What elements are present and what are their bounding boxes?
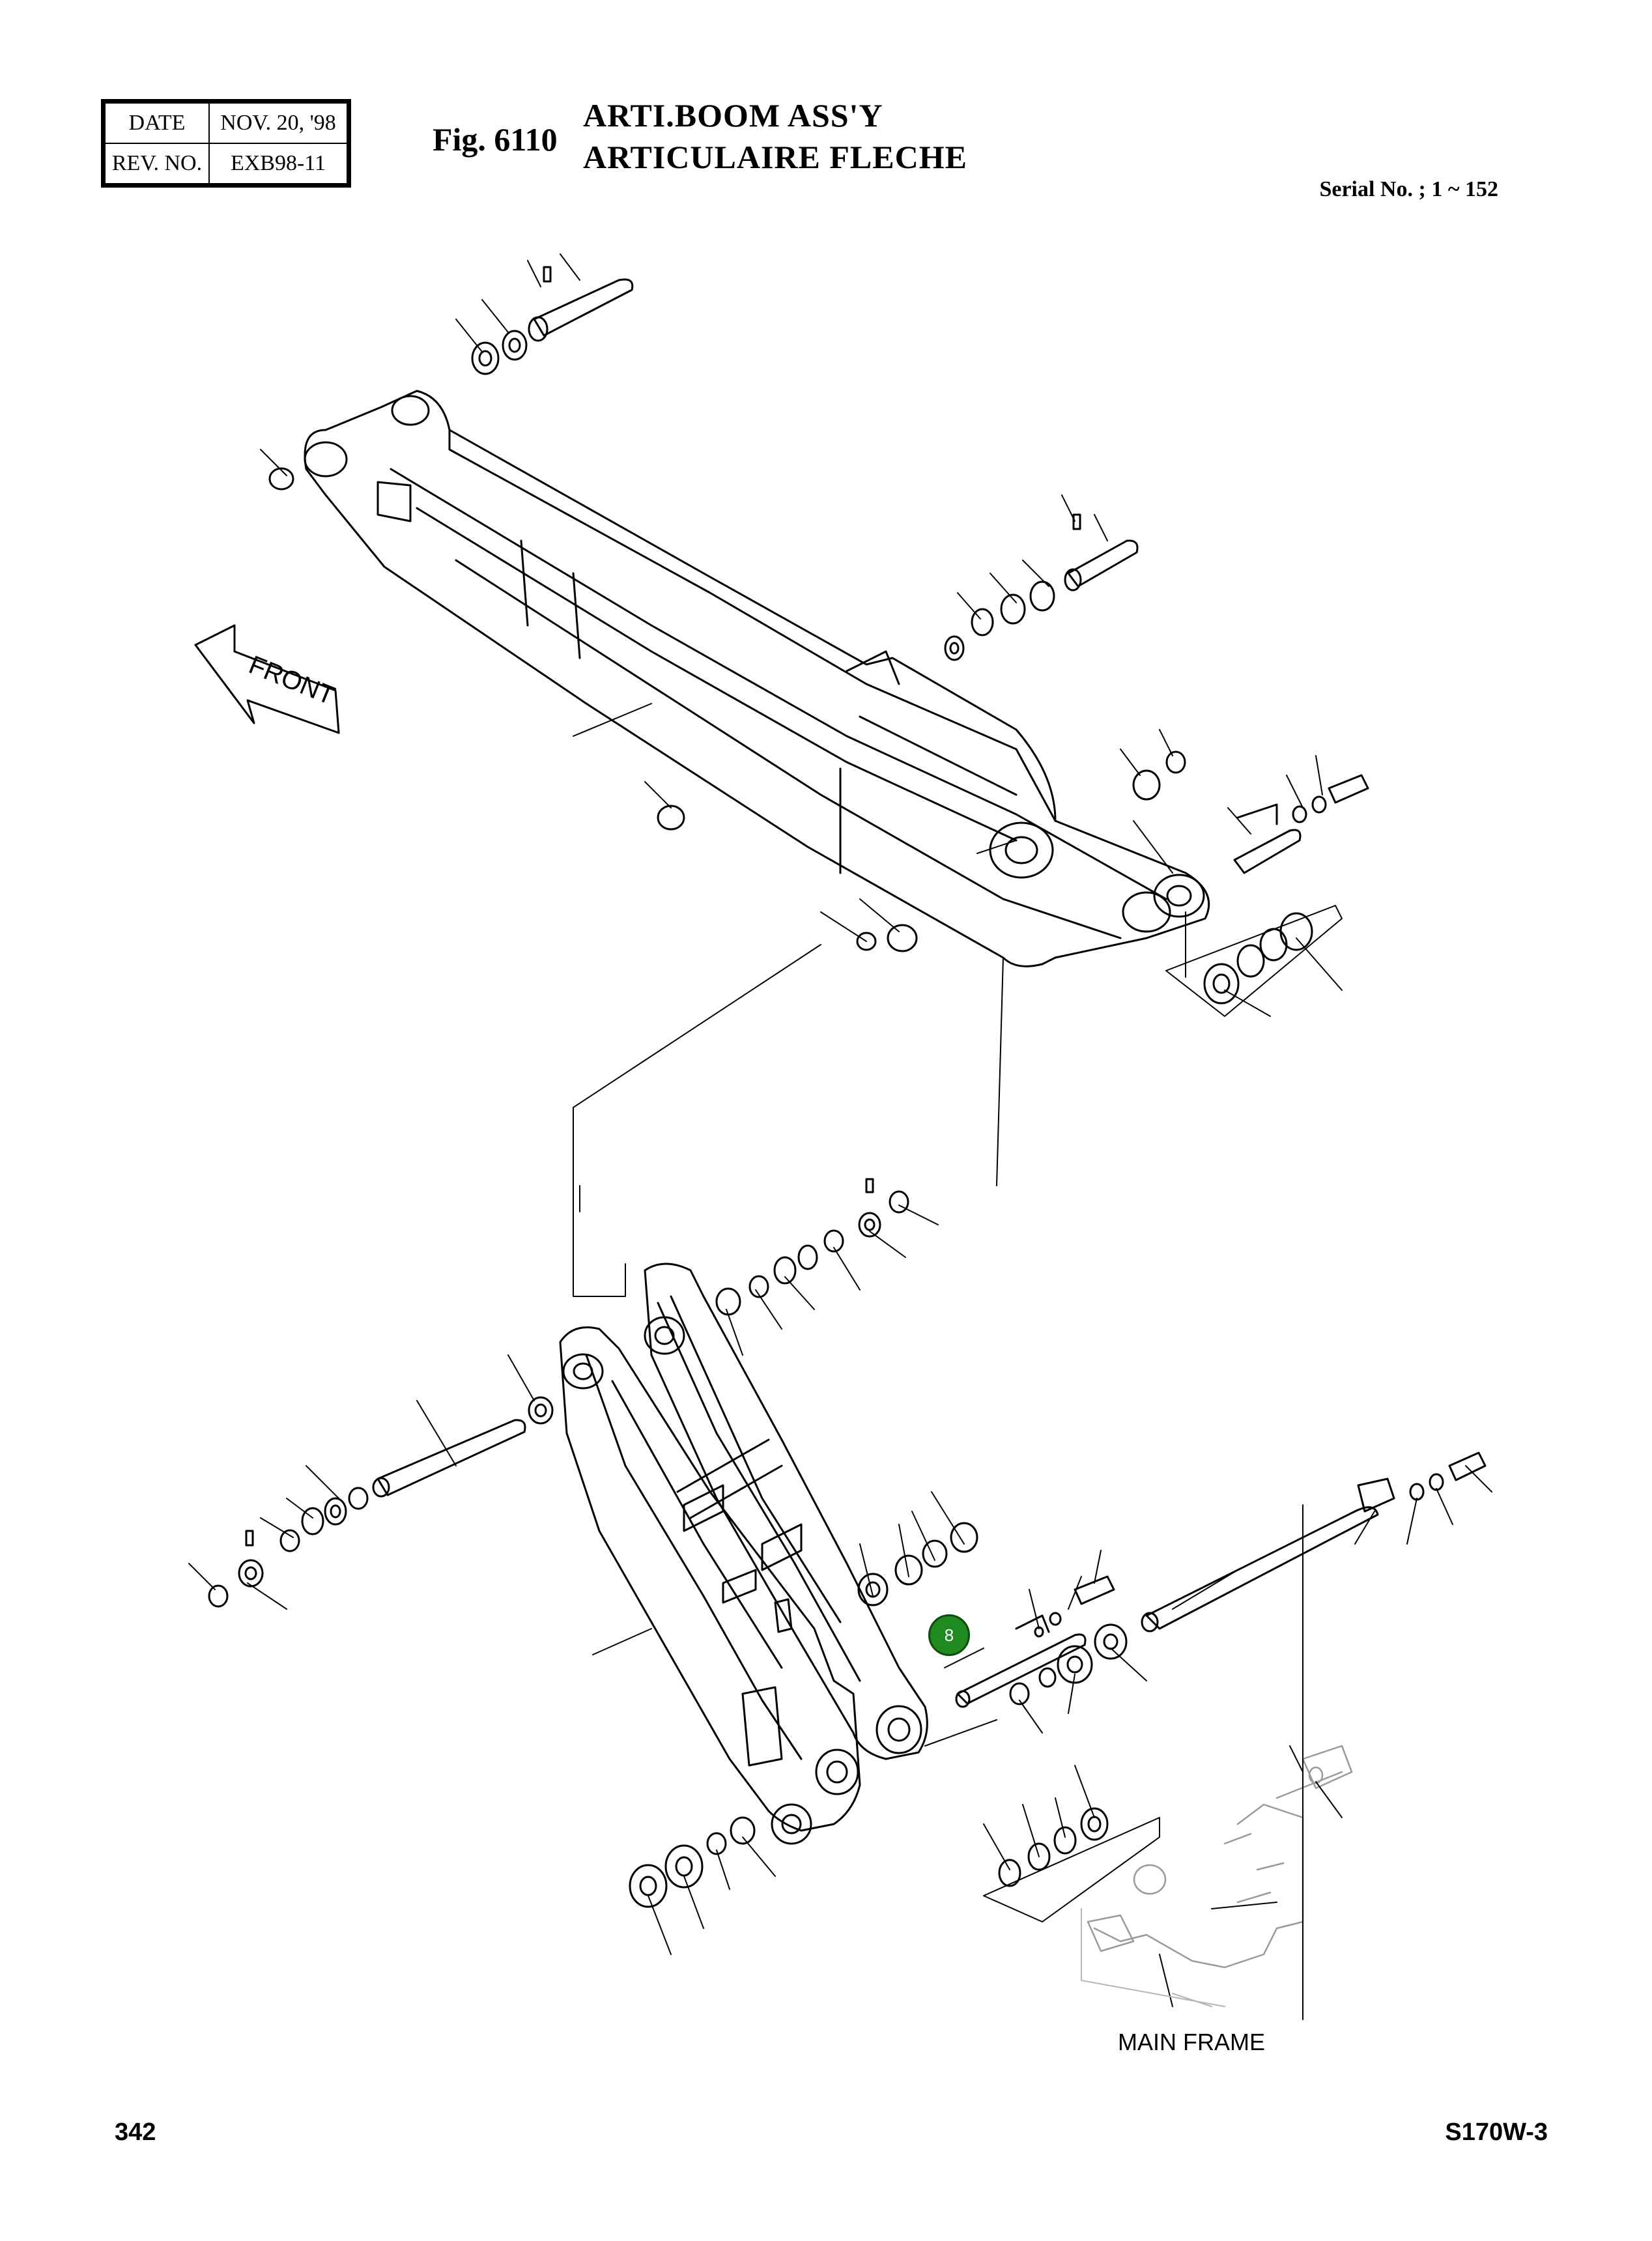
- upper-boom: [304, 390, 1210, 967]
- rev-label: REV. NO.: [104, 143, 210, 184]
- main-frame-outline: [1081, 1908, 1225, 2007]
- main-frame-label: MAIN FRAME: [1118, 2029, 1266, 2055]
- front-arrow-icon: FRONT: [194, 624, 340, 734]
- lower-boom: [559, 1263, 928, 1845]
- assembly-guide-lines: [573, 911, 1186, 1297]
- part-callout-8[interactable]: 8: [928, 1614, 970, 1656]
- front-arrow-label: FRONT: [245, 650, 339, 710]
- leader-lines-lower: [188, 1205, 1492, 2020]
- date-value: NOV. 20, '98: [208, 102, 348, 144]
- figure-number: Fig. 6110: [433, 121, 558, 158]
- serial-range: Serial No. ; 1 ~ 152: [1319, 177, 1498, 201]
- figure-title-en: ARTI.BOOM ASS'Y: [583, 97, 883, 134]
- revision-box: DATE NOV. 20, '98 REV. NO. EXB98-11: [101, 99, 351, 188]
- figure-title-fr: ARTICULAIRE FLECHE: [583, 139, 967, 175]
- main-frame-bracket: [1087, 1745, 1353, 1969]
- rev-value: EXB98-11: [208, 143, 348, 184]
- date-label: DATE: [104, 102, 210, 144]
- leader-lines-upper: [260, 253, 1343, 1017]
- upper-pins: [268, 266, 1369, 1017]
- model-code: S170W-3: [1445, 2119, 1548, 2146]
- page-number: 342: [115, 2119, 156, 2146]
